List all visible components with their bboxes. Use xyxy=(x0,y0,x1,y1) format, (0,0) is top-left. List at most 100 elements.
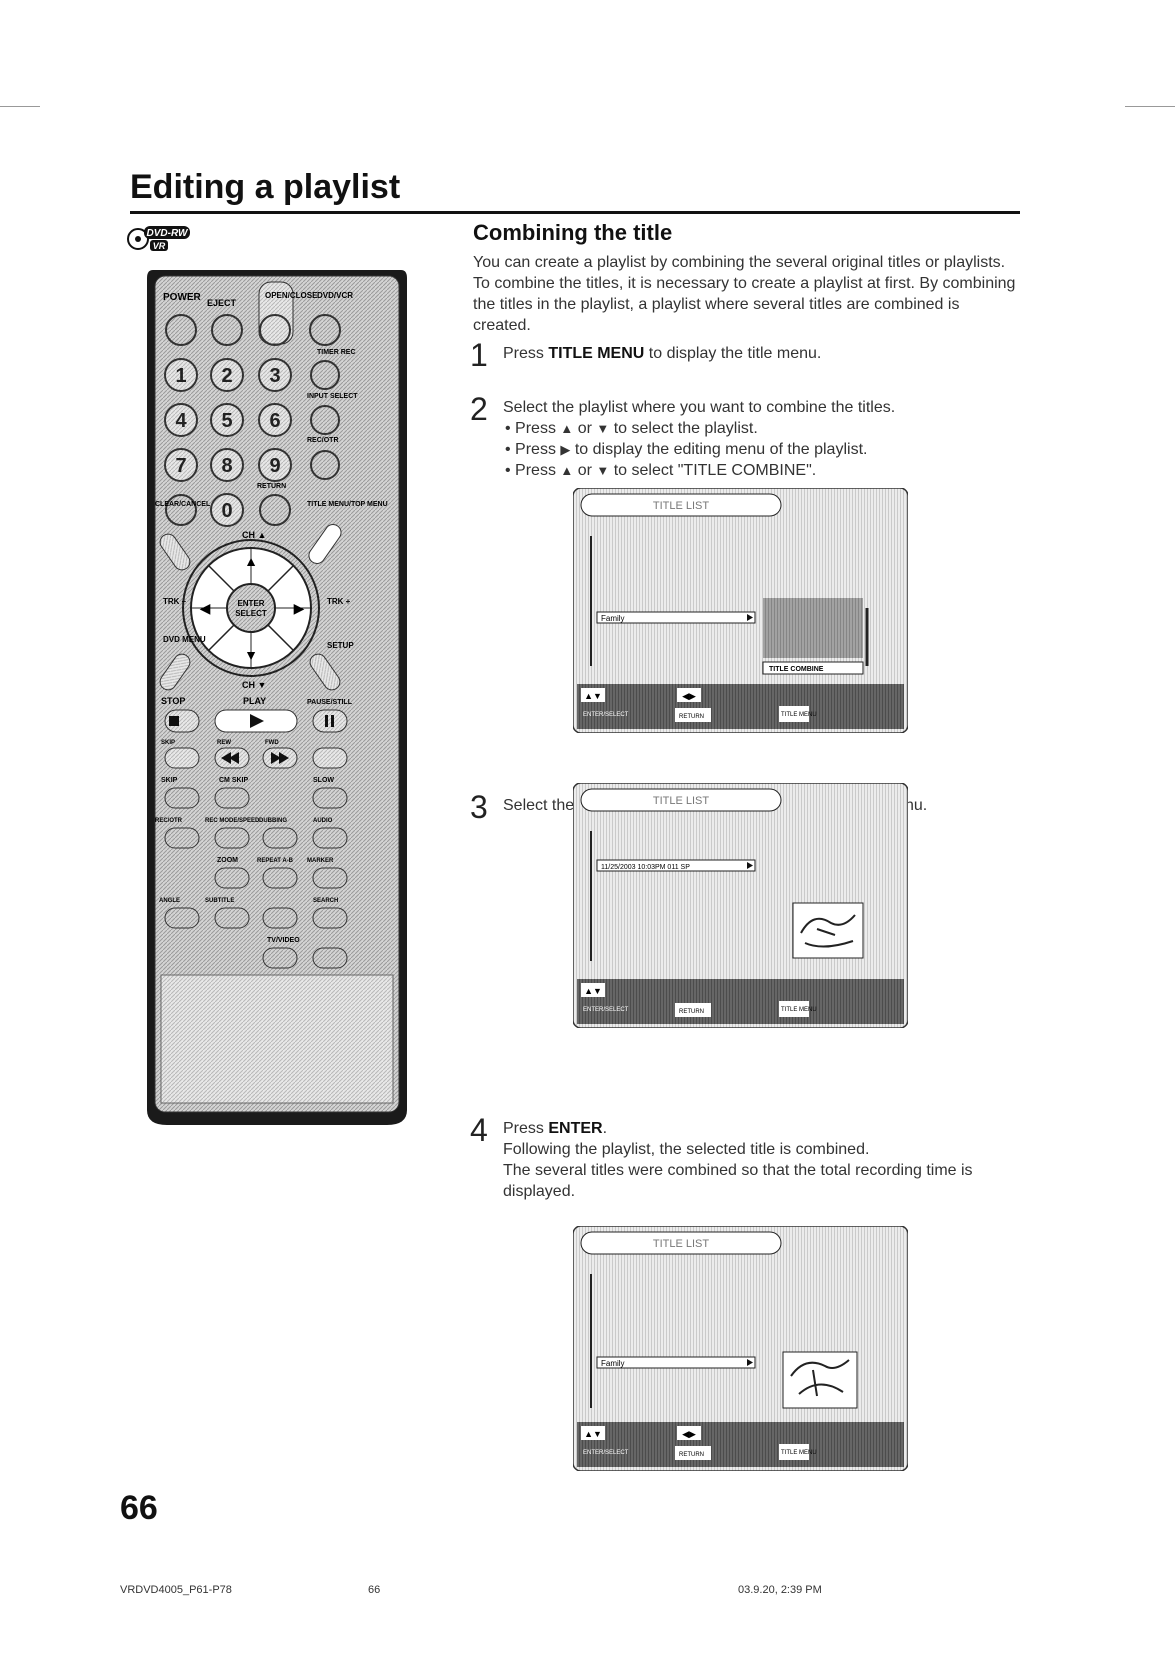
page-title: Editing a playlist xyxy=(130,168,401,206)
intro-paragraph: You can create a playlist by combining t… xyxy=(473,254,1016,334)
submenu-item: TITLE COMBINE xyxy=(769,666,824,673)
bottom-label: RETURN xyxy=(679,1009,704,1015)
page-number: 66 xyxy=(120,1489,158,1527)
bullet-item: • Press ▲ or ▼ to select "TITLE COMBINE"… xyxy=(505,462,817,479)
step-2: 2 Select the playlist where you want to … xyxy=(470,391,1020,481)
down-arrow-icon: ▼ xyxy=(596,463,610,478)
step-text: Press xyxy=(503,1120,549,1137)
dvd-rw-vr-icon: DVD-RW VR xyxy=(127,226,190,251)
remote-label: DUBBING xyxy=(259,818,287,824)
footer-timestamp: 03.9.20, 2:39 PM xyxy=(738,1584,822,1596)
nav-right-icon: ▶ xyxy=(294,600,305,616)
digit-6-label: 6 xyxy=(269,410,280,432)
step-line: Following the playlist, the selected tit… xyxy=(503,1141,870,1158)
right-arrow-icon: ▶ xyxy=(560,442,571,457)
remote-label: MARKER xyxy=(307,858,334,864)
step-text: . xyxy=(602,1120,608,1137)
digit-0-label: 0 xyxy=(221,500,232,522)
digit-4-label: 4 xyxy=(175,410,187,432)
screen-header: TITLE LIST xyxy=(653,1238,710,1250)
nav-down-icon: ▼ xyxy=(244,647,258,663)
svg-text:▲▼: ▲▼ xyxy=(584,691,602,701)
remote-control-illustration: POWER EJECT OPEN/CLOSE DVD/VCR TIMER REC… xyxy=(147,270,407,1125)
step-number: 1 xyxy=(470,337,488,373)
bottom-label: RETURN xyxy=(679,714,704,720)
nav-left-icon: ◀ xyxy=(200,600,211,616)
remote-label: SUBTITLE xyxy=(205,898,234,904)
selected-row: 11/25/2003 10:03PM 011 SP xyxy=(601,864,690,871)
remote-label: ANGLE xyxy=(159,898,180,904)
remote-label: ZOOM xyxy=(217,857,238,864)
selected-row: Family xyxy=(601,614,625,623)
digit-1-label: 1 xyxy=(175,365,186,387)
digit-5-label: 5 xyxy=(221,410,232,432)
footer-page: 66 xyxy=(368,1584,381,1596)
bullet-item: • Press ▶ to display the editing menu of… xyxy=(505,441,868,458)
enter-label: ENTER xyxy=(237,599,264,608)
bottom-label: TITLE MENU xyxy=(781,1007,817,1013)
remote-label: SKIP xyxy=(161,777,178,784)
select-label: SELECT xyxy=(235,609,267,618)
remote-label: DVD/VCR xyxy=(317,291,353,300)
disc-badge-line1: DVD-RW xyxy=(147,228,189,239)
screen-title-list-3: TITLE LIST Family ▲▼ ◀▶ ENTER/SELECT RET… xyxy=(573,1226,908,1471)
screen-title-list-2: TITLE LIST 11/25/2003 10:03PM 011 SP ▲▼ … xyxy=(573,783,908,1028)
step-number: 2 xyxy=(470,391,488,427)
remote-label: TITLE MENU/TOP MENU xyxy=(307,501,388,508)
bottom-label: ENTER/SELECT xyxy=(583,1007,629,1013)
remote-label: PAUSE/STILL xyxy=(307,699,353,706)
bottom-label: ENTER/SELECT xyxy=(583,1450,629,1456)
remote-label: REC MODE/SPEED xyxy=(205,818,260,824)
remote-label: SETUP xyxy=(327,641,354,650)
remote-label: FWD xyxy=(265,740,279,746)
remote-label: DVD MENU xyxy=(163,635,206,644)
crop-mark-right xyxy=(1125,106,1175,107)
remote-label: EJECT xyxy=(207,298,237,308)
title-rule xyxy=(130,211,1020,214)
remote-label: OPEN/CLOSE xyxy=(265,291,318,300)
remote-label: RETURN xyxy=(257,483,286,490)
step-text: Select the playlist where you want to co… xyxy=(503,399,896,416)
step-number: 4 xyxy=(470,1112,488,1148)
remote-label: CM SKIP xyxy=(219,777,249,784)
remote-label: INPUT SELECT xyxy=(307,393,358,400)
digit-2-label: 2 xyxy=(221,365,232,387)
screen-header: TITLE LIST xyxy=(653,795,710,807)
remote-label: STOP xyxy=(161,696,185,706)
disc-badge-line2: VR xyxy=(153,241,166,251)
down-arrow-icon: ▼ xyxy=(596,421,610,436)
bottom-label: ENTER/SELECT xyxy=(583,712,629,718)
step-key-label: TITLE MENU xyxy=(548,345,645,362)
step-text: Press xyxy=(503,345,549,362)
remote-label: SEARCH xyxy=(313,898,338,904)
remote-label: SLOW xyxy=(313,777,334,784)
up-arrow-icon: ▲ xyxy=(560,463,574,478)
digit-3-label: 3 xyxy=(269,365,280,387)
remote-label: PLAY xyxy=(243,696,266,706)
step-key-label: ENTER xyxy=(548,1120,603,1137)
svg-text:◀▶: ◀▶ xyxy=(682,691,696,701)
remote-label: TRK + xyxy=(327,597,351,606)
screen-title-list-1: TITLE LIST Family TITLE COMBINE ▲▼ ◀▶ EN… xyxy=(573,488,908,733)
svg-text:◀▶: ◀▶ xyxy=(682,1429,696,1439)
remote-label: TRK – xyxy=(163,597,187,606)
step-text: to display the title menu. xyxy=(644,345,822,362)
crop-mark-left xyxy=(0,106,40,107)
remote-label: CLEAR/CANCEL xyxy=(155,501,211,508)
bottom-label: TITLE MENU xyxy=(781,712,817,718)
footer-file: VRDVD4005_P61-P78 xyxy=(120,1584,232,1596)
thumbnail-drawing-icon xyxy=(800,914,856,948)
step-1: 1 Press TITLE MENU to display the title … xyxy=(470,337,1020,377)
step-4: 4 Press ENTER. Following the playlist, t… xyxy=(470,1112,1020,1202)
remote-label: REC/OTR xyxy=(307,437,339,444)
remote-label: REW xyxy=(217,740,231,746)
digit-8-label: 8 xyxy=(221,455,232,477)
up-arrow-icon: ▲ xyxy=(560,421,574,436)
thumbnail-drawing-icon xyxy=(790,1359,850,1397)
step-line: The several titles were combined so that… xyxy=(503,1162,973,1200)
remote-label: AUDIO xyxy=(313,818,333,824)
digit-9-label: 9 xyxy=(269,455,280,477)
section-heading: Combining the title xyxy=(473,220,673,245)
remote-label: CH ▲ xyxy=(242,530,266,540)
remote-label: REPEAT A-B xyxy=(257,858,294,864)
